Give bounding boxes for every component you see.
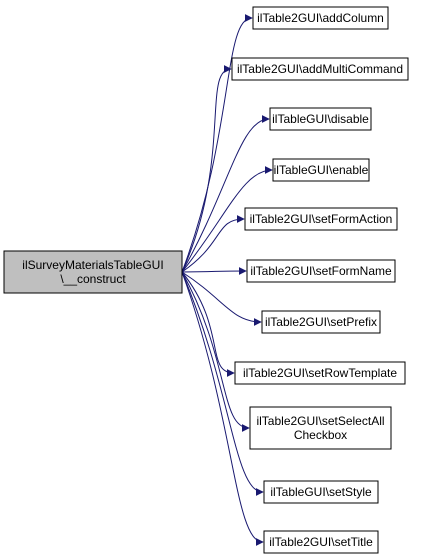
edge-to-target-5 xyxy=(181,215,245,273)
target-node-8-label-line-1: ilTable2GUI\setRowTemplate xyxy=(243,366,397,380)
target-node-6-label-line-1: ilTable2GUI\setFormName xyxy=(250,264,392,278)
edge-to-target-7 xyxy=(181,271,262,326)
target-node-3-box xyxy=(269,107,372,131)
target-node-7-box xyxy=(261,310,381,334)
source-node-label-line-1: ilSurveyMaterialsTableGUI xyxy=(22,258,163,272)
source-node-box xyxy=(3,250,183,294)
edge-to-target-6 xyxy=(181,267,247,276)
target-node-11-box xyxy=(263,530,379,554)
target-node-2-box xyxy=(231,57,409,81)
target-node-9-label-line-1: ilTable2GUI\setSelectAll xyxy=(256,414,384,428)
target-node-3[interactable]: ilTableGUI\disable xyxy=(269,107,372,131)
source-node[interactable]: ilSurveyMaterialsTableGUI\__construct xyxy=(3,250,183,294)
target-node-10-label-line-1: ilTableGUI\setStyle xyxy=(270,485,372,499)
edge-to-target-8 xyxy=(181,271,235,377)
target-node-5-box xyxy=(244,207,398,231)
source-node-label-line-2: \__construct xyxy=(60,272,126,286)
target-node-7[interactable]: ilTable2GUI\setPrefix xyxy=(261,310,381,334)
target-node-10[interactable]: ilTableGUI\setStyle xyxy=(263,480,379,504)
target-node-11-label-line-1: ilTable2GUI\setTitle xyxy=(269,535,373,549)
edges xyxy=(181,14,273,546)
target-node-1-label-line-1: ilTable2GUI\addColumn xyxy=(257,11,384,25)
edge-to-target-10 xyxy=(181,271,264,496)
target-node-7-label-line-1: ilTable2GUI\setPrefix xyxy=(265,315,377,329)
target-node-9-label-line-2: Checkbox xyxy=(294,428,347,442)
target-node-6[interactable]: ilTable2GUI\setFormName xyxy=(246,259,396,283)
edge-to-target-1 xyxy=(181,14,253,273)
target-node-5[interactable]: ilTable2GUI\setFormAction xyxy=(244,207,398,231)
target-node-9-box xyxy=(249,406,392,450)
edge-to-target-11 xyxy=(181,271,264,546)
target-node-3-label-line-1: ilTableGUI\disable xyxy=(272,112,369,126)
target-node-5-label-line-1: ilTable2GUI\setFormAction xyxy=(250,212,393,226)
target-node-2-label-line-1: ilTable2GUI\addMultiCommand xyxy=(237,62,403,76)
target-node-4[interactable]: ilTableGUI\enable xyxy=(272,158,370,182)
target-node-6-box xyxy=(246,259,396,283)
nodes: ilSurveyMaterialsTableGUI\__construct ilT… xyxy=(3,6,409,554)
edge-to-target-2 xyxy=(181,65,232,273)
target-node-2[interactable]: ilTable2GUI\addMultiCommand xyxy=(231,57,409,81)
target-node-4-label-line-1: ilTableGUI\enable xyxy=(274,163,369,177)
target-node-10-box xyxy=(263,480,379,504)
target-node-1[interactable]: ilTable2GUI\addColumn xyxy=(252,6,389,30)
edge-to-target-4 xyxy=(181,166,273,273)
target-node-8[interactable]: ilTable2GUI\setRowTemplate xyxy=(234,361,406,385)
target-node-11[interactable]: ilTable2GUI\setTitle xyxy=(263,530,379,554)
target-node-8-box xyxy=(234,361,406,385)
edge-to-target-9 xyxy=(181,271,250,432)
target-node-4-box xyxy=(272,158,370,182)
target-node-1-box xyxy=(252,6,389,30)
edge-to-target-3 xyxy=(181,115,270,273)
